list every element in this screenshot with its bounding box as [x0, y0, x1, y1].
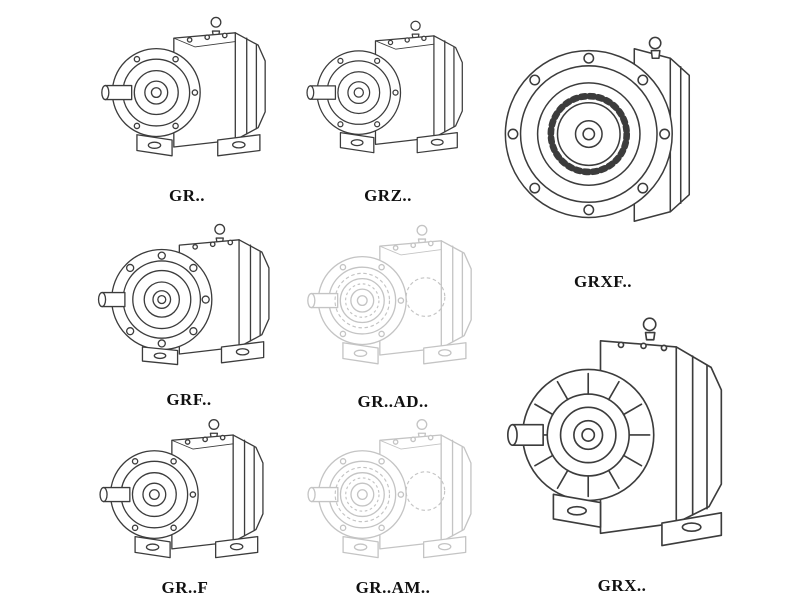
gearbox-symbol-use: [306, 20, 464, 154]
gearbox-drawing-gr-ad: [292, 212, 494, 390]
gearbox-drawing-gr-am: [292, 414, 494, 576]
gearbox-symbol-use: [308, 225, 471, 363]
gearbox-drawing-grf: [97, 223, 270, 366]
gearbox-symbol-use: [97, 223, 270, 366]
gearbox-drawing-gr: [101, 16, 266, 157]
gearbox-drawing-gr-f: [99, 419, 264, 559]
gearbox-symbol-use: [308, 420, 471, 558]
gearbox-symbol-use: [506, 317, 723, 547]
gearbox-drawing-grz: [306, 20, 464, 154]
product-label-gr-f: GR..F: [161, 578, 209, 597]
product-cell-grz: GRZ..: [292, 2, 484, 208]
product-cell-gr-ad: GR..AD..: [292, 212, 494, 414]
gearbox-symbol-use: [505, 37, 689, 221]
product-label-gr-am: GR..AM..: [355, 578, 431, 597]
product-label-grxf: GRXF..: [573, 272, 633, 291]
product-label-gr: GR..: [169, 186, 205, 205]
product-cell-grxf: GRXF..: [494, 0, 712, 294]
product-cell-gr-am: GR..AM..: [292, 414, 494, 600]
product-cell-gr: GR..: [86, 2, 288, 208]
product-label-grf: GRF..: [166, 390, 212, 409]
product-cell-grf: GRF..: [88, 212, 290, 412]
gearbox-symbol-use: [101, 16, 266, 157]
product-cell-gr-f: GR..F: [84, 414, 286, 600]
product-label-grz: GRZ..: [364, 186, 412, 205]
gearbox-drawing-grx: [506, 317, 723, 547]
gearbox-drawing-grxf: [494, 0, 712, 270]
product-label-gr-ad: GR..AD..: [357, 392, 429, 411]
gearbox-symbol-use: [99, 419, 264, 559]
product-label-grx: GRX..: [597, 576, 647, 595]
product-cell-grx: GRX..: [494, 298, 750, 598]
